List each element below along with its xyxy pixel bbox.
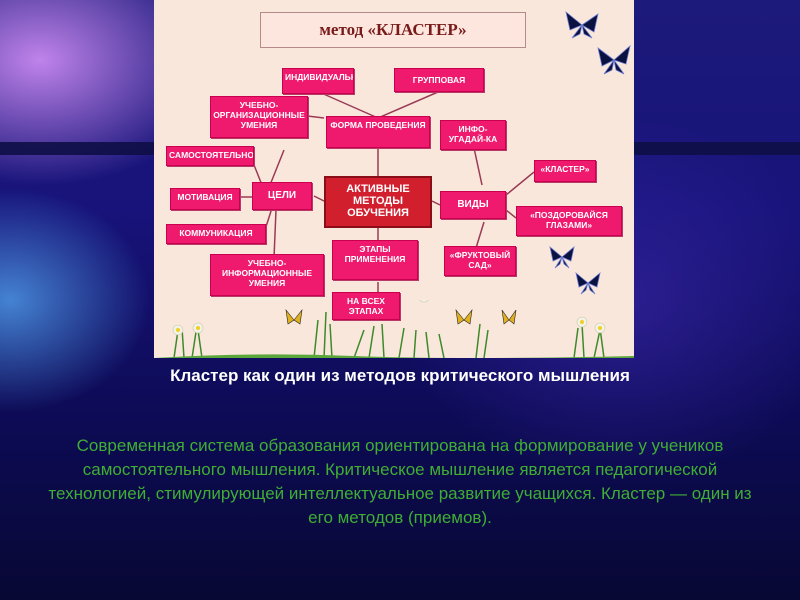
node-greet: «ПОЗДОРОВАЙСЯ ГЛАЗАМИ» [516, 206, 622, 236]
line-types-info-guess [473, 147, 483, 186]
butterfly-icon [285, 308, 303, 325]
node-communication: КОММУНИКАЦИЯ [166, 224, 266, 244]
node-info-skills: УЧЕБНО-ИНФОРМАЦИОННЫЕ УМЕНИЯ [210, 254, 324, 296]
node-motivation: МОТИВАЦИЯ [170, 188, 240, 210]
butterfly-icon [455, 308, 473, 325]
line-types-greet [505, 209, 517, 219]
node-types: ВИДЫ [440, 191, 506, 219]
slide-caption: Кластер как один из методов критического… [170, 366, 630, 385]
line-types-cluster [505, 171, 535, 196]
line-form-individual [318, 91, 379, 119]
flowers-decoration [154, 300, 634, 358]
node-fruit: «ФРУКТОВЫЙ САД» [444, 246, 516, 276]
line-goals-info [273, 209, 277, 259]
cluster-diagram-panel: метод «КЛАСТЕР» ИНДИВИДУАЛЬНАЯ ГРУППОВАЯ… [154, 0, 634, 358]
node-individual: ИНДИВИДУАЛЬНАЯ [282, 68, 354, 94]
node-center: АКТИВНЫЕ МЕТОДЫ ОБУЧЕНИЯ [324, 176, 432, 228]
butterfly-icon [549, 245, 575, 269]
butterfly-icon [597, 44, 631, 75]
diagram-title: метод «КЛАСТЕР» [260, 12, 526, 48]
node-form: ФОРМА ПРОВЕДЕНИЯ [326, 116, 430, 148]
line-types-fruit [475, 221, 485, 249]
node-group: ГРУППОВАЯ [394, 68, 484, 92]
butterfly-icon [565, 10, 599, 39]
line-form-group [377, 91, 439, 119]
node-goals: ЦЕЛИ [252, 182, 312, 210]
node-cluster: «КЛАСТЕР» [534, 160, 596, 182]
slide-body-text: Современная система образования ориентир… [48, 436, 752, 527]
node-independence: САМОСТОЯТЕЛЬНОСТЬ [166, 146, 254, 166]
butterfly-icon [575, 271, 601, 295]
butterfly-icon [501, 309, 517, 325]
line-center-goals [313, 195, 325, 202]
flower-icon [419, 300, 429, 303]
node-all-stages: НА ВСЕХ ЭТАПАХ [332, 292, 400, 320]
node-org-skills: УЧЕБНО-ОРГАНИЗАЦИОННЫЕ УМЕНИЯ [210, 96, 308, 138]
node-stages: ЭТАПЫ ПРИМЕНЕНИЯ [332, 240, 418, 280]
line-center-types [431, 200, 441, 206]
node-info-guess: ИНФО-УГАДАЙ-КА [440, 120, 506, 150]
